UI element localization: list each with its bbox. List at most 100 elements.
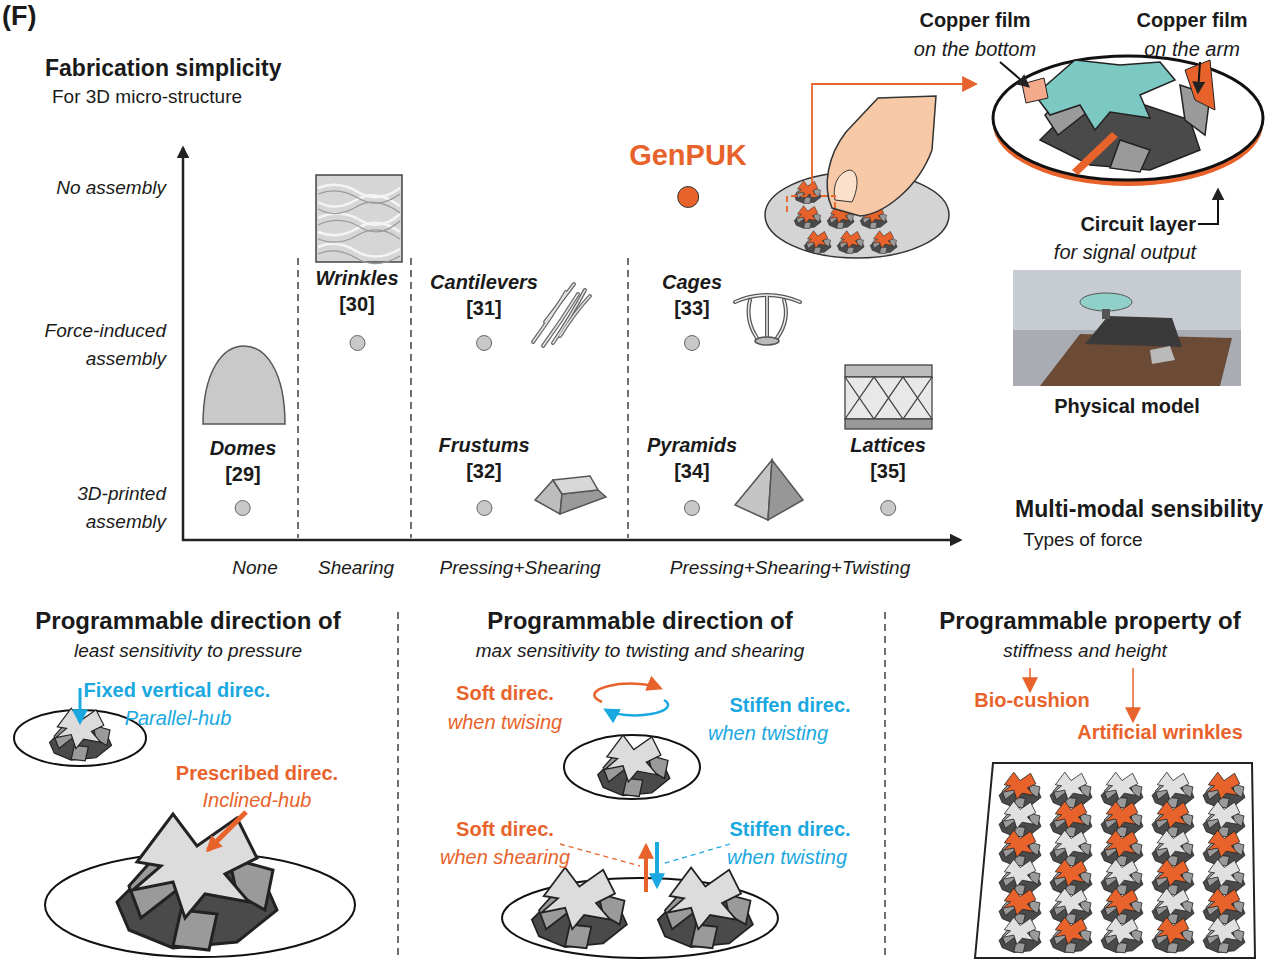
label-text: For 3D micro-structure [52, 85, 242, 109]
data-marker [684, 335, 700, 351]
wrinkle-image [318, 230, 400, 242]
reference-number: [31] [466, 295, 502, 321]
photo [1013, 270, 1241, 386]
sensor-sheet [1152, 859, 1194, 895]
sensor-zoom [1185, 60, 1215, 110]
direction-arrow [1029, 668, 1031, 690]
sensor-zoom [993, 56, 1263, 180]
sensor-sheet [999, 772, 1041, 808]
structure-name: Pyramids [647, 432, 737, 458]
zoom-leader [787, 84, 975, 212]
sensor-sheet [999, 801, 1041, 837]
label-text: Pressing+Shearing+Twisting [670, 556, 910, 580]
sensor-sheet [1101, 772, 1143, 808]
lattice-icon [845, 377, 932, 419]
label-text: for signal output [1054, 240, 1196, 264]
cantilever-icon [553, 290, 585, 343]
direction-arrow [560, 844, 640, 866]
cage-icon [777, 300, 786, 338]
label-text: Artificial wrinkles [1077, 720, 1243, 744]
label-text: Soft direc. [456, 817, 554, 841]
cage-icon [765, 296, 769, 338]
direction-arrow [655, 842, 659, 886]
divider [297, 258, 298, 538]
data-marker [880, 500, 896, 516]
sensor-sheet [1101, 859, 1143, 895]
sensor-zoom [993, 56, 1263, 186]
divider [298, 258, 885, 958]
divider [627, 258, 628, 538]
sensor-zoom [1110, 140, 1150, 172]
label-text: Programmable direction of [487, 606, 792, 636]
sensor-sheet [1203, 801, 1245, 837]
reference-number: [29] [225, 461, 261, 487]
sensor-illustration [658, 868, 753, 949]
label-text: stiffness and height [1003, 639, 1167, 663]
wrinkle-image [318, 202, 400, 213]
sensor-sheet [975, 763, 1255, 958]
sensor-sheet [999, 830, 1041, 866]
photo-caption: Physical model [1054, 394, 1200, 418]
label-text: Bio-cushion [974, 688, 1090, 712]
sensor-sheet [999, 888, 1041, 924]
label-text: when twisting [708, 721, 828, 745]
label-text: Prescribed direc. [176, 761, 338, 785]
structure-name: Lattices [850, 432, 926, 458]
zoom-leader [812, 84, 975, 196]
lattice-icon [845, 365, 932, 429]
label-text: when shearing [440, 845, 570, 869]
data-marker [349, 335, 365, 351]
cage-icon [735, 295, 800, 345]
direction-arrow [80, 668, 1133, 892]
sensor-array [870, 231, 897, 254]
callout-arrow [1000, 62, 1028, 86]
divider [884, 612, 885, 958]
label-text: Fixed vertical direc. [84, 678, 271, 702]
label-text: Parallel-hub [125, 706, 232, 730]
data-point: Wrinkles[30] [316, 265, 399, 351]
structure-name: Frustums [438, 432, 529, 458]
photo [1080, 293, 1132, 311]
zoom-leader [787, 196, 835, 212]
data-point: Cages[33] [662, 269, 722, 351]
sensor-sheet [1152, 830, 1194, 866]
callout-arrow [1198, 190, 1218, 224]
frustum-icon [553, 476, 598, 494]
sensor-sheet [1101, 801, 1143, 837]
label-text: Copper film [1136, 8, 1247, 32]
label-text: Programmable property of [939, 606, 1240, 636]
cage-icon [735, 295, 800, 338]
label-text: Multi-modal sensibility [1015, 495, 1263, 523]
sensor-sheet [1101, 917, 1143, 953]
label-text: Stiffen direc. [729, 817, 850, 841]
direction-arrow [606, 700, 668, 715]
axis [182, 539, 960, 542]
wrinkle-image [318, 220, 400, 231]
reference-number: [33] [674, 295, 710, 321]
cage-icon [777, 300, 786, 338]
pyramid-icon [735, 460, 803, 520]
sensor-sheet [1203, 830, 1245, 866]
wrinkle-image [318, 244, 400, 257]
divider [410, 258, 411, 538]
sensor-array [794, 181, 821, 204]
sensor-array [837, 231, 864, 254]
label-text: on the bottom [914, 37, 1036, 61]
dome-icon [203, 346, 285, 424]
frustum-icon [535, 476, 606, 514]
sensor-illustration [14, 708, 778, 958]
finger-icon [827, 96, 936, 216]
sensor-sheet [1101, 888, 1143, 924]
cage-icon [735, 295, 800, 338]
data-marker [235, 500, 251, 516]
photo [1102, 309, 1110, 319]
sensor-sheet [1203, 859, 1245, 895]
direction-arrow [644, 846, 648, 892]
wrinkle-image [316, 175, 402, 264]
sensor-sheet [1101, 830, 1143, 866]
reference-number: [32] [466, 458, 502, 484]
sensor-sheet [1152, 772, 1194, 808]
pyramid-icon [768, 460, 803, 520]
photo-frame: Physical model [1013, 270, 1241, 418]
wrinkle-image [318, 191, 400, 264]
